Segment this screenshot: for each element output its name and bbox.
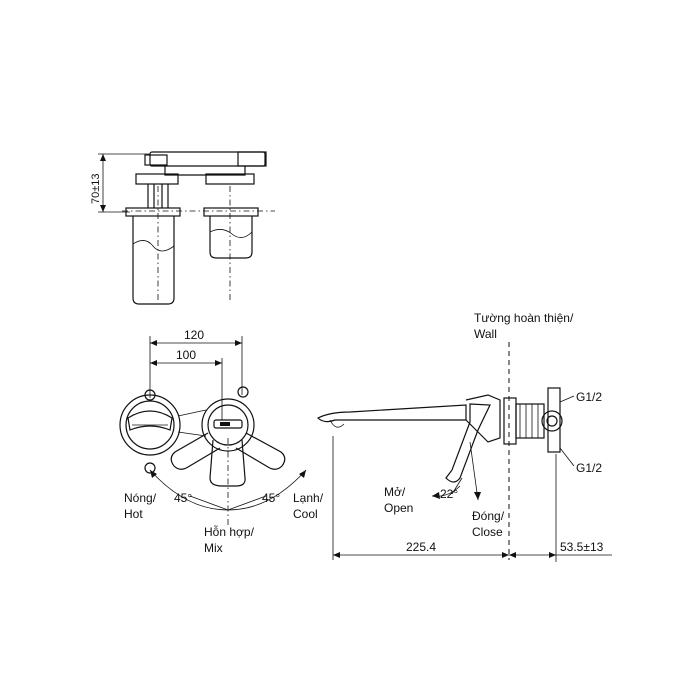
angle-right: 45° — [262, 491, 280, 505]
spout-length: 225.4 — [406, 540, 436, 554]
open-label: Mở/ — [384, 485, 406, 499]
wall-label-en: Wall — [474, 327, 497, 341]
angle-left: 45° — [174, 491, 192, 505]
hot-label: Nóng/ — [124, 491, 157, 505]
open-label-en: Open — [384, 501, 413, 515]
thread-bottom: G1/2 — [576, 461, 602, 475]
top-view: 70±13 — [90, 151, 275, 305]
mix-label-en: Mix — [204, 541, 223, 555]
hot-label-en: Hot — [124, 507, 143, 521]
mix-label: Hỗn hợp/ — [204, 524, 255, 539]
body-depth: 53.5±13 — [560, 540, 604, 554]
side-view: Tường hoàn thiện/ Wall G1/2 G1/2 22° Mở/… — [316, 311, 612, 562]
dim-120: 120 — [184, 328, 204, 342]
close-label-en: Close — [472, 525, 503, 539]
top-height-dim: 70±13 — [90, 173, 102, 204]
front-view: 120 100 45° — [119, 328, 324, 555]
wall-label: Tường hoàn thiện/ — [474, 311, 574, 325]
close-label: Đóng/ — [472, 509, 505, 523]
thread-top: G1/2 — [576, 390, 602, 404]
cool-label-en: Cool — [293, 507, 318, 521]
dim-100: 100 — [176, 348, 196, 362]
cool-label: Lạnh/ — [293, 491, 324, 505]
open-angle: 22° — [440, 487, 458, 501]
